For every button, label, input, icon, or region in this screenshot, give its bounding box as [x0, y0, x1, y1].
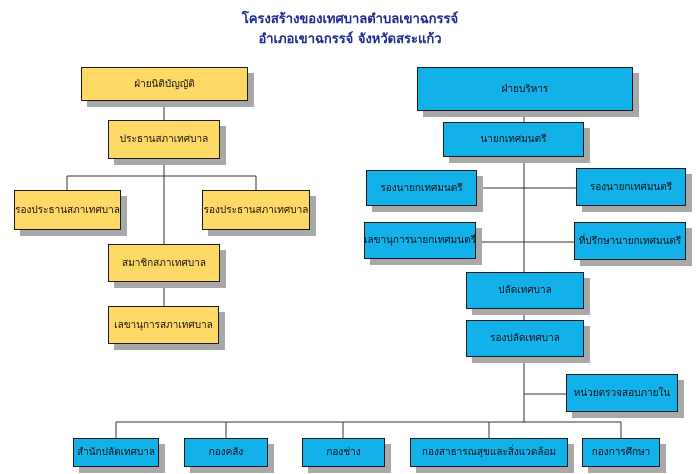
department-box-2: กองคลัง — [184, 438, 268, 467]
executive-head-box: ฝ่ายบริหาร — [417, 67, 633, 111]
internal-audit-box: หน่วยตรวจสอบภายใน — [566, 374, 678, 412]
council-secretary-box: เลขานุการสภาเทศบาล — [108, 306, 219, 344]
mayor-secretary-box: เลขานุการนายกเทศมนตรี — [364, 222, 476, 259]
department-box-4: กองสาธารณสุขและสิ่งแวดล้อม — [410, 438, 568, 467]
council-member-box: สมาชิกสภาเทศบาล — [108, 244, 220, 282]
municipal-clerk-box: ปลัดเทศบาล — [466, 272, 584, 309]
chart-title-line-2: อำเภอเขาฉกรรจ์ จังหวัดสระแก้ว — [258, 32, 442, 47]
deputy-mayor-right-box: รองนายกเทศมนตรี — [576, 168, 686, 206]
department-box-1: สำนักปลัดเทศบาล — [73, 438, 159, 467]
department-box-5: กองการศึกษา — [582, 438, 660, 467]
mayor-box: นายกเทศมนตรี — [443, 122, 584, 157]
legislative-head-box: ฝ่ายนิติบัญญัติ — [81, 67, 248, 101]
deputy-clerk-box: รองปลัดเทศบาล — [466, 320, 584, 357]
vice-chair-right-box: รองประธานสภาเทศบาล — [202, 190, 310, 230]
deputy-mayor-left-box: รองนายกเทศมนตรี — [366, 170, 477, 206]
vice-chair-left-box: รองประธานสภาเทศบาล — [14, 190, 121, 230]
mayor-advisor-box: ที่ปรึกษานายกเทศมนตรี — [574, 222, 686, 260]
department-box-3: กองช่าง — [302, 438, 385, 467]
chart-title-line-1: โครงสร้างของเทศบาลตำบลเขาฉกรรจ์ — [241, 12, 459, 27]
council-chair-box: ประธานสภาเทศบาล — [108, 120, 220, 159]
